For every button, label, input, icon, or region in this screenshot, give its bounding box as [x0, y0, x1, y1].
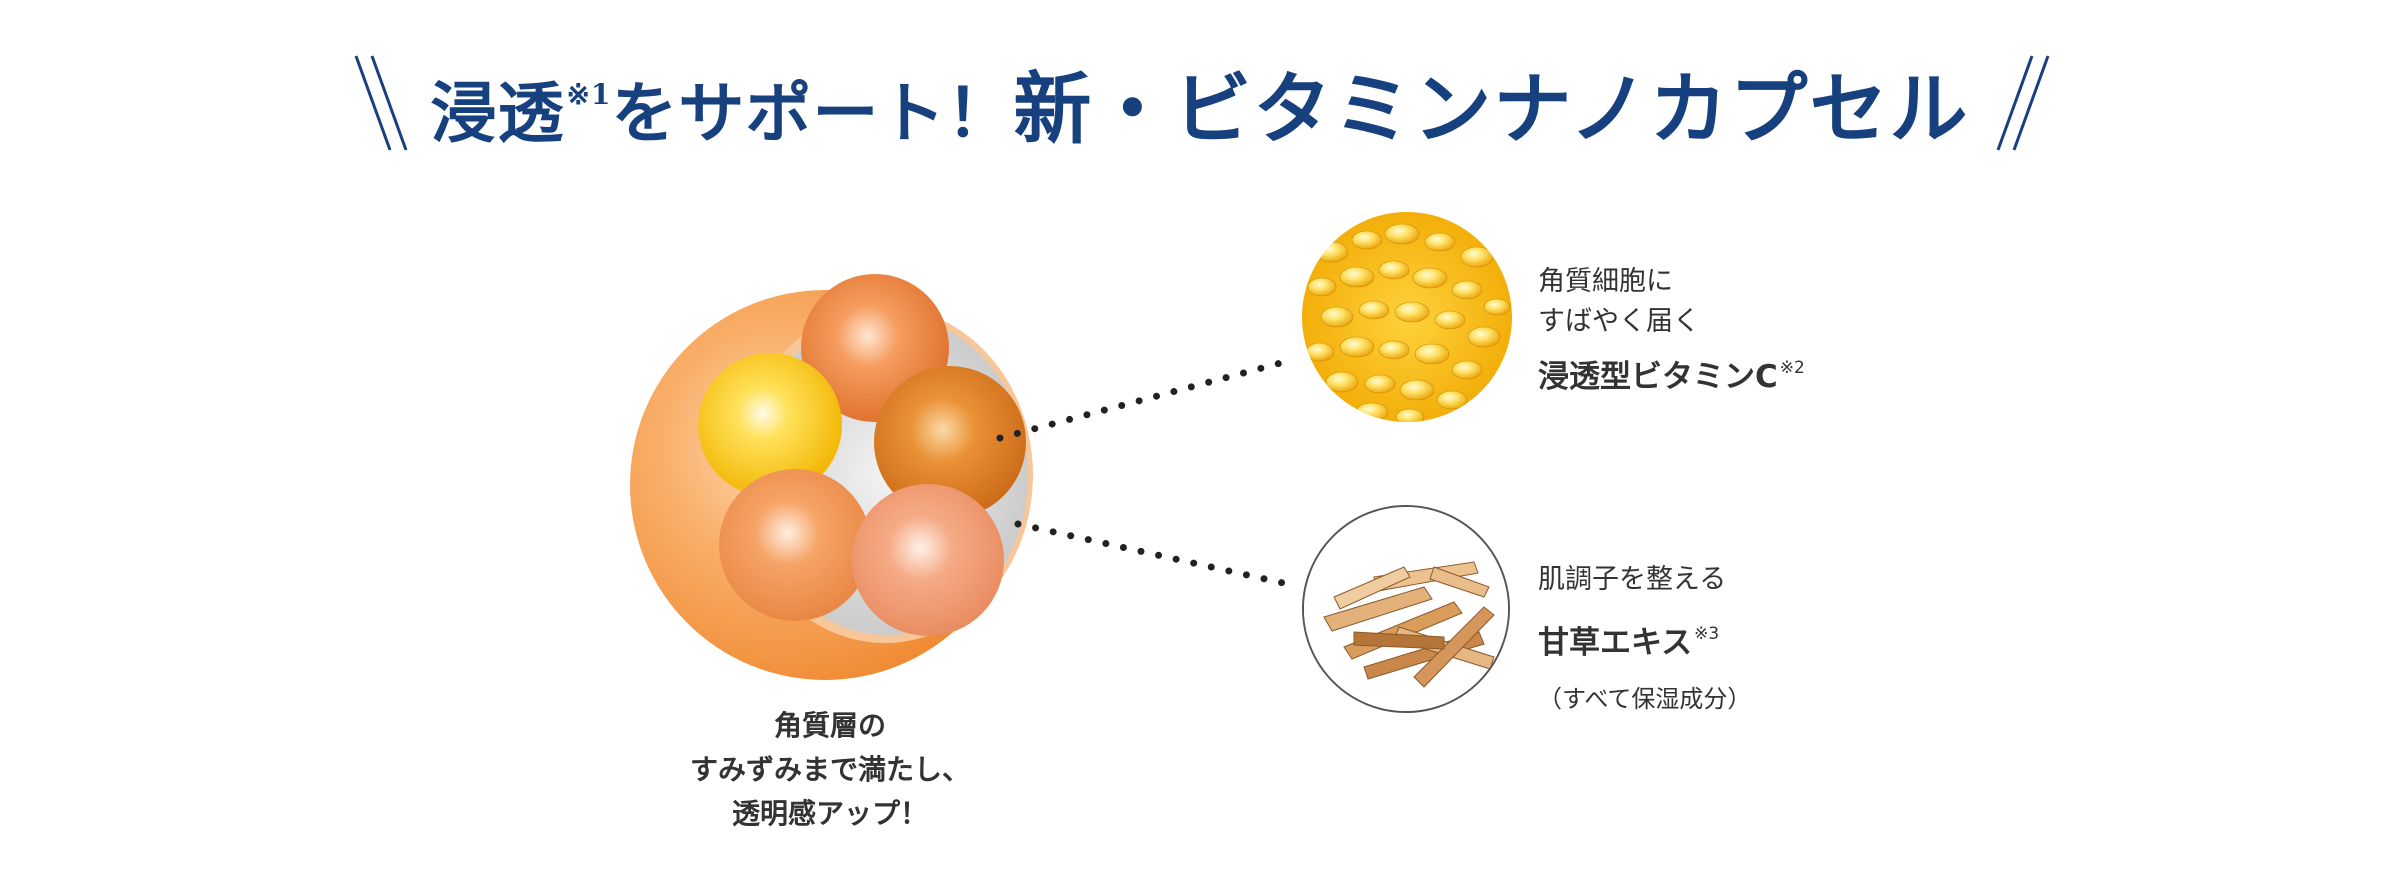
capsule-caption-line2: すみずみまで満たし、	[689, 753, 970, 786]
capsule-caption-line3: 透明感アップ！	[731, 797, 928, 830]
vitamin-c-name: 浸透型ビタミンC※2	[1538, 358, 1805, 395]
vitamin-c-droplets-photo	[1302, 212, 1512, 422]
right-slash-decoration-icon	[1996, 55, 2049, 151]
vitamin-c-note-mark: ※2	[1779, 358, 1805, 378]
capsule-cross-section-icon	[630, 274, 1033, 680]
headline-part3: 新・ビタミンナノカプセル	[1013, 64, 1970, 155]
licorice-note-mark: ※3	[1694, 624, 1720, 644]
licorice-name: 甘草エキス※3	[1538, 624, 1720, 661]
capsule-caption-line1: 角質層の	[773, 709, 886, 742]
licorice-line1: 肌調子を整える	[1538, 564, 1727, 595]
vitamin-c-caption: 角質細胞に すばやく届く 浸透型ビタミンC※2	[1538, 262, 1805, 397]
capsule-caption: 角質層の すみずみまで満たし、 透明感アップ！	[640, 704, 1020, 836]
vitamin-c-line2: すばやく届く	[1538, 306, 1700, 337]
vitamin-c-line1: 角質細胞に	[1538, 266, 1673, 297]
headline: 浸透※1 をサポート！ 新・ビタミンナノカプセル	[0, 28, 2400, 178]
licorice-caption: 肌調子を整える 甘草エキス※3 （すべて保湿成分）	[1538, 560, 1751, 719]
connector-licorice	[1014, 520, 1296, 589]
connector-vitamin-c	[996, 356, 1296, 442]
licorice-root-photo	[1302, 505, 1510, 713]
licorice-note: （すべて保湿成分）	[1538, 685, 1752, 713]
headline-part1: 浸透※1	[430, 74, 612, 152]
headline-part2: をサポート！	[611, 74, 1014, 152]
headline-text: 浸透※1 をサポート！ 新・ビタミンナノカプセル	[430, 47, 1969, 159]
left-slash-decoration-icon	[355, 55, 408, 151]
headline-note-mark: ※1	[566, 78, 612, 111]
